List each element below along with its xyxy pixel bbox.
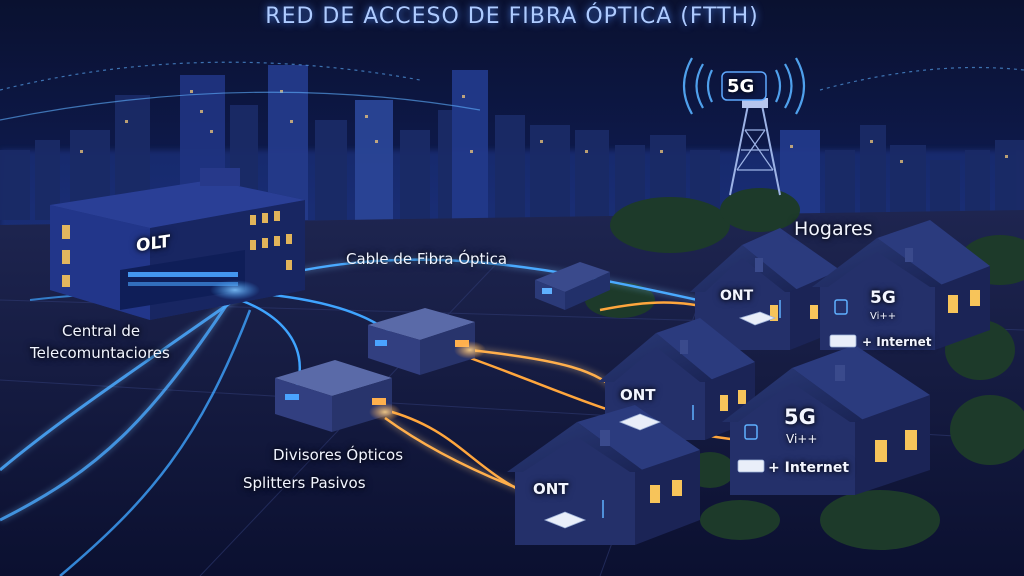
central-office-building <box>50 168 305 320</box>
house-internet-label-top: + Internet <box>862 335 932 349</box>
central-office-label-line2: Telecomuntaciores <box>30 344 170 362</box>
house-5g-badge-top: 5G <box>870 288 896 308</box>
sky-signal-arcs <box>0 61 1024 121</box>
antenna-icons <box>602 299 848 518</box>
city-windows <box>80 90 1008 163</box>
house-5g-top <box>812 220 990 350</box>
fiber-cable-label: Cable de Fibra Óptica <box>346 250 508 268</box>
page-title: RED DE ACCESO DE FIBRA ÓPTICA (FTTH) <box>265 4 759 29</box>
router-icon <box>543 311 777 529</box>
splitter-box-1 <box>368 308 486 375</box>
signal-waves-icon <box>682 57 806 115</box>
homes-label: Hogares <box>794 218 873 240</box>
tower-5g-label: 5G <box>727 76 755 97</box>
house-vi-label-middle: Vi++ <box>786 432 818 446</box>
ont-label-top: ONT <box>720 288 754 304</box>
house-ont-bottom <box>507 405 700 545</box>
splitters-passive-label: Splitters Pasivos <box>243 474 366 492</box>
splitters-label: Divisores Ópticos <box>273 446 404 464</box>
splitter-box-2 <box>275 360 401 432</box>
central-office-label-line1: Central de <box>62 322 141 340</box>
trees <box>585 188 1024 550</box>
wifi-router-icon <box>737 334 857 473</box>
ont-label-bottom: ONT <box>533 480 569 498</box>
ont-label-middle: ONT <box>620 386 656 404</box>
olt-led-panel <box>128 272 238 286</box>
house-5g-badge-middle: 5G <box>784 405 816 429</box>
house-vi-label-top: Vi++ <box>870 311 897 322</box>
house-internet-label-middle: + Internet <box>768 460 850 476</box>
building-windows <box>62 211 292 287</box>
utility-hut <box>535 262 610 310</box>
cell-tower <box>721 71 781 196</box>
